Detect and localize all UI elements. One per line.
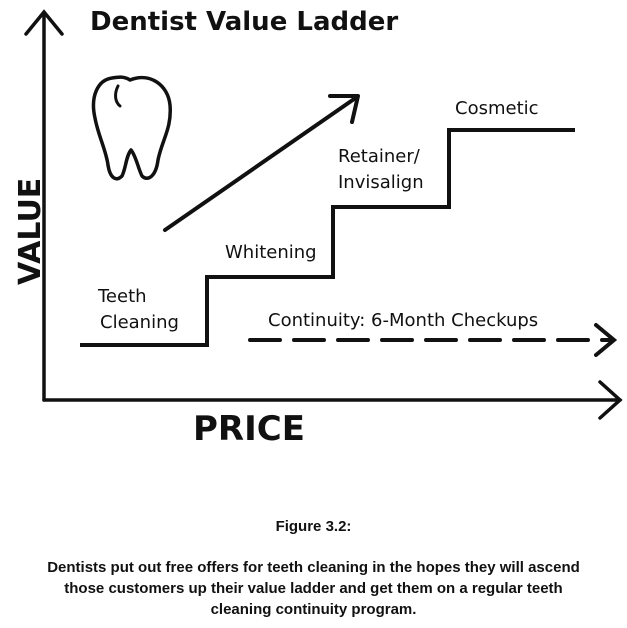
continuity-label: Continuity: 6-Month Checkups — [268, 310, 538, 331]
y-axis — [24, 9, 64, 402]
value-ladder-staircase — [80, 128, 575, 347]
continuity-arrowhead — [594, 323, 618, 357]
y-axis-label: VALUE — [13, 178, 48, 285]
tooth-icon — [91, 75, 172, 181]
step-label-line: Teeth — [97, 286, 147, 307]
step-label-line: Invisalign — [338, 172, 424, 193]
step-label-line: Retainer/ — [338, 146, 421, 167]
continuity-arrow — [248, 323, 618, 357]
up-right-arrow-icon — [163, 94, 360, 232]
x-axis-label: PRICE — [193, 409, 305, 449]
x-axis-arrowhead — [598, 380, 623, 420]
figure-caption-title: Figure 3.2: — [275, 518, 352, 535]
step-label-line: Whitening — [225, 242, 317, 263]
step-label-whitening: Whitening — [225, 242, 317, 263]
tooth-highlight — [114, 84, 122, 108]
step-label-retainer-invisalign: Retainer/ Invisalign — [338, 146, 426, 193]
x-axis — [42, 380, 623, 420]
step-label-teeth-cleaning: Teeth Cleaning — [97, 286, 179, 333]
diagram-title: Dentist Value Ladder — [90, 7, 398, 37]
y-axis-arrowhead — [24, 9, 64, 36]
figure-caption-body: Dentists put out free offers for teeth c… — [47, 559, 580, 618]
step-label-line: Cleaning — [100, 312, 179, 333]
step-label-cosmetic: Cosmetic — [455, 98, 539, 119]
step-label-line: Cosmetic — [455, 98, 539, 119]
